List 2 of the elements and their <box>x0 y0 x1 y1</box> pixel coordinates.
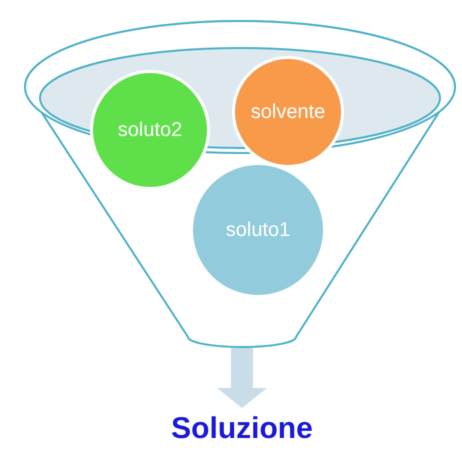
result-label: Soluzione <box>142 408 342 450</box>
arrow <box>217 348 267 408</box>
